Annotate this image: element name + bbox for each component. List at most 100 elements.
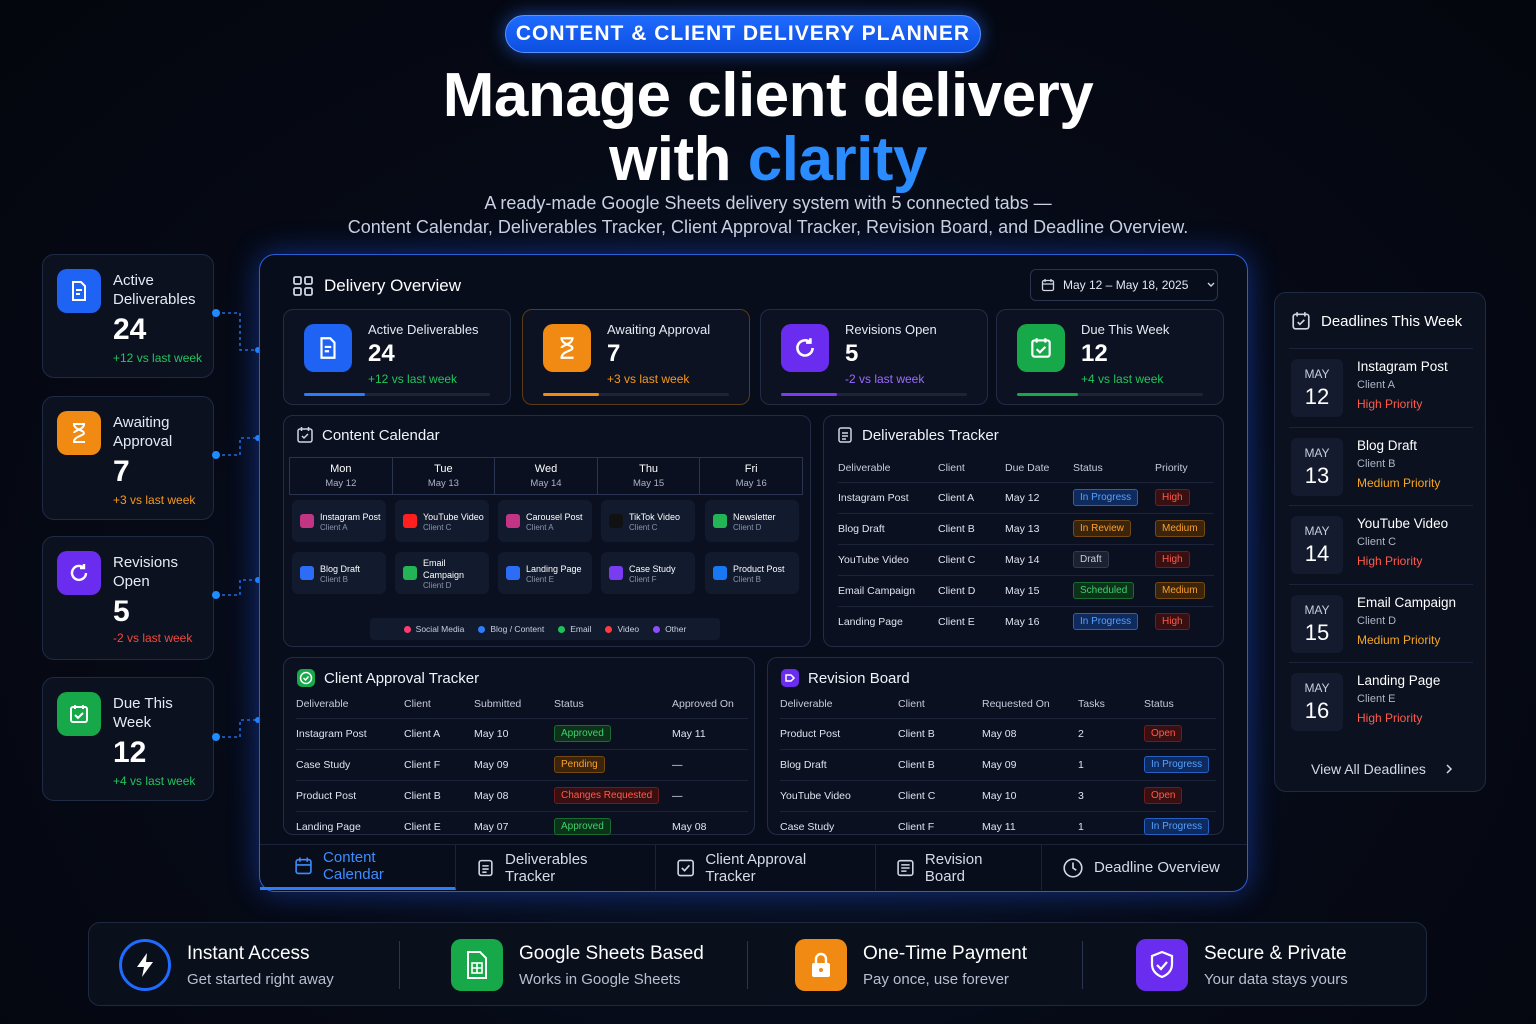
status-badge: In Progress	[1073, 613, 1139, 631]
list-icon	[478, 859, 493, 876]
legend-dot	[605, 625, 613, 633]
status-badge: High	[1155, 551, 1190, 568]
tab-deadline-overview[interactable]: Deadline Overview	[1042, 845, 1247, 890]
table-cell: In Progress	[1144, 748, 1216, 780]
event-type-icon	[300, 566, 314, 580]
column-header: Deliverable	[838, 461, 891, 474]
table-cell: May 09	[474, 748, 554, 780]
deadline-title: Email Campaign	[1357, 594, 1457, 610]
stat-card-due-this-week[interactable]: Due This Week 12 +4 vs last week	[996, 309, 1224, 405]
card-change: -2 vs last week	[113, 631, 193, 645]
table-cell: May 12	[1005, 481, 1073, 513]
table-cell: Landing Page	[838, 605, 938, 637]
table-cell: 3	[1078, 779, 1144, 811]
deadline-title: YouTube Video	[1357, 516, 1449, 531]
status-badge: In Progress	[1144, 756, 1210, 773]
table-cell: May 11	[982, 810, 1078, 842]
status-badge: In Review	[1073, 520, 1131, 537]
column-header: Status	[1144, 697, 1174, 710]
hourglass-icon	[57, 411, 101, 455]
table-cell: YouTube Video	[780, 779, 898, 811]
date-range-selector[interactable]: May 12 – May 18, 2025	[1030, 269, 1218, 301]
connector-lines	[212, 309, 261, 741]
stat-card-active-deliverables[interactable]: Active Deliverables 24 +12 vs last week	[283, 309, 511, 405]
table-cell: 1	[1078, 748, 1144, 780]
sheet-tabs: Content Calendar Deliverables Tracker Cl…	[260, 844, 1247, 890]
panel-title: Client Approval Tracker	[296, 668, 479, 688]
event-type-icon	[506, 566, 520, 580]
tab-deliverables-tracker[interactable]: Deliverables Tracker	[456, 845, 656, 890]
table-cell: Client D	[938, 574, 1005, 606]
status-badge: Approved	[554, 818, 611, 836]
table-cell: Product Post	[296, 779, 404, 811]
event-type-icon	[713, 514, 727, 528]
overview-header: Delivery Overview	[292, 275, 461, 297]
stat-label: Due This Week	[1081, 322, 1170, 337]
table-cell: Approved	[554, 717, 672, 749]
tab-revision-board[interactable]: Revision Board	[876, 845, 1042, 890]
lock-icon	[795, 939, 847, 991]
table-cell: Pending	[554, 748, 672, 780]
view-all-deadlines-link[interactable]: View All Deadlines	[1311, 761, 1454, 777]
tab-client-approval-tracker[interactable]: Client Approval Tracker	[656, 845, 876, 890]
status-badge: In Progress	[1144, 818, 1210, 836]
table-cell: Case Study	[780, 810, 898, 842]
stat-card-revisions-open[interactable]: Revisions Open 5 -2 vs last week	[760, 309, 988, 405]
tab-content-calendar[interactable]: Content Calendar	[260, 845, 456, 890]
table-cell: May 08	[672, 810, 748, 842]
event-type-icon	[506, 514, 520, 528]
stat-card-awaiting-approval[interactable]: Awaiting Approval 7 +3 vs last week	[522, 309, 750, 405]
table-cell: Client A	[938, 481, 1005, 513]
table-cell: Scheduled	[1073, 574, 1155, 606]
table-cell: In Progress	[1073, 481, 1155, 513]
table-cell: Client A	[404, 717, 474, 749]
card-value: 5	[113, 595, 130, 628]
